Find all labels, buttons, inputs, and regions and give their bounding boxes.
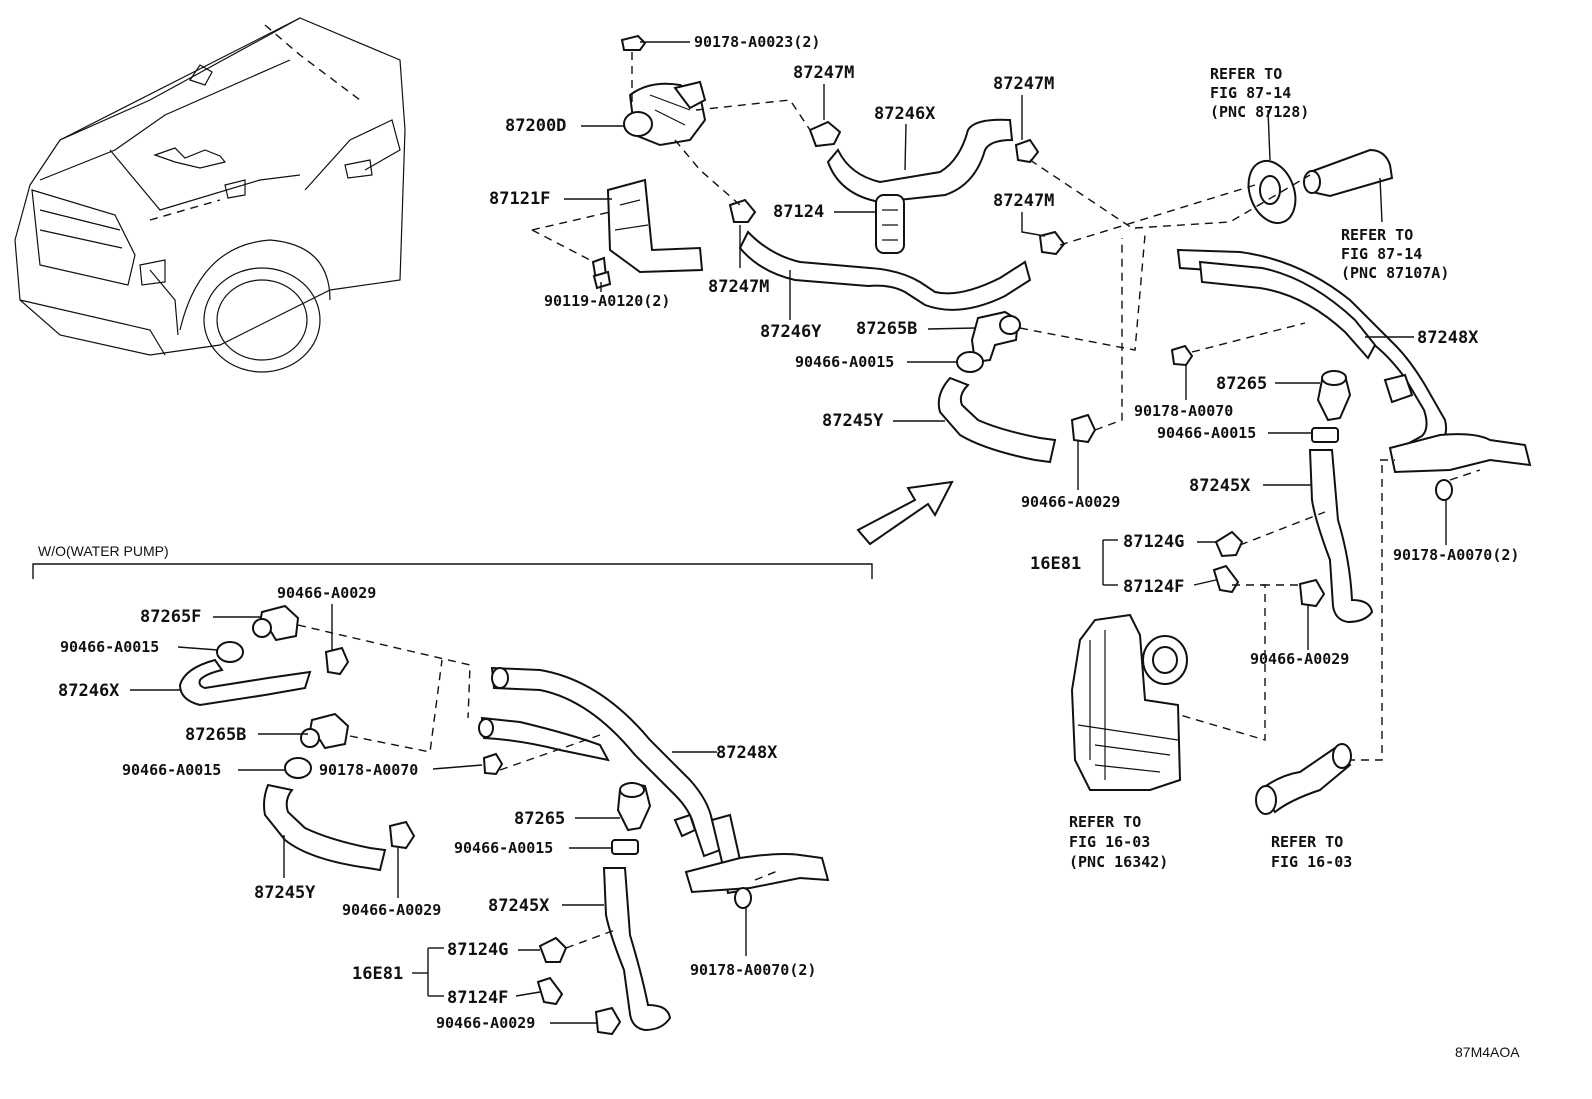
sub-leader-lines — [130, 604, 781, 1024]
label-87200D: 87200D — [505, 116, 566, 136]
lower-pipe — [1255, 743, 1352, 815]
label-87247M-a: 87247M — [793, 63, 854, 83]
main-assembly-parts — [591, 34, 1532, 815]
clamp-87247M-b — [1014, 138, 1040, 164]
label-90178-A0070: 90178-A0070 — [1134, 402, 1233, 420]
sub-label-16E81: 16E81 — [352, 964, 403, 984]
bracket-87121F — [606, 178, 704, 274]
label-87247M-d: 87247M — [708, 277, 769, 297]
sub-label-87265F: 87265F — [140, 607, 201, 627]
label-90466-A0029-b: 90466-A0029 — [1250, 650, 1349, 668]
sub-label-90466-A0015-a: 90466-A0015 — [60, 638, 159, 656]
label-87265: 87265 — [1216, 374, 1267, 394]
pipe-87107A — [1303, 148, 1394, 198]
grommet-90178-A0070-2 — [1435, 479, 1453, 501]
elbow-87265B — [970, 310, 1021, 364]
vehicle-illustration — [14, 17, 406, 373]
label-87248X: 87248X — [1417, 328, 1479, 348]
main-leader-lines — [531, 41, 1481, 761]
water-pump-assembly — [1070, 613, 1188, 791]
clip-87124 — [875, 194, 905, 254]
ref-16342: REFER TO FIG 16-03 (PNC 16342) — [1069, 813, 1168, 871]
valve-87200D — [623, 80, 707, 147]
sleeve-90466-A0015-b — [1311, 427, 1339, 443]
sub-label-90466-A0029-a: 90466-A0029 — [277, 584, 376, 602]
sub-label-90466-A0015-c: 90466-A0015 — [454, 839, 553, 857]
direction-arrow — [856, 480, 954, 546]
sub-parts — [178, 604, 830, 1036]
label-90178-A0023: 90178-A0023(2) — [694, 33, 820, 51]
sub-label-90178-A0070: 90178-A0070 — [319, 761, 418, 779]
label-87247M-b: 87247M — [993, 74, 1054, 94]
pipe-87248X — [1176, 248, 1532, 474]
hose-87246X — [826, 118, 1014, 204]
reference-notes: REFER TO FIG 87-14 (PNC 87128) REFER TO … — [1069, 65, 1449, 871]
ref-87128: REFER TO FIG 87-14 (PNC 87128) — [1210, 65, 1309, 121]
hose-87246Y — [738, 230, 1032, 311]
clamp-90466-A0029-a — [1070, 413, 1097, 444]
label-90466-A0015-a: 90466-A0015 — [795, 353, 894, 371]
label-87246Y: 87246Y — [760, 322, 822, 342]
label-90466-A0029-a: 90466-A0029 — [1021, 493, 1120, 511]
clamp-87247M-d — [1038, 230, 1066, 256]
fitting-87265 — [1316, 370, 1352, 422]
hose-87245X — [1308, 449, 1374, 624]
nut-90178-A0023 — [620, 34, 647, 51]
clip-87124F — [1212, 564, 1240, 594]
sub-label-87124G: 87124G — [447, 940, 508, 960]
diagram-code: 87M4AOA — [1455, 1044, 1520, 1060]
sub-labels: 90466-A0029 87265F 90466-A0015 87246X 87… — [58, 584, 816, 1032]
ref-16-03: REFER TO FIG 16-03 — [1271, 833, 1352, 871]
sub-label-90466-A0029-b: 90466-A0029 — [342, 901, 441, 919]
main-labels: 90178-A0023(2) 87200D 87121F 90119-A0120… — [489, 33, 1519, 668]
sub-label-87248X: 87248X — [716, 743, 778, 763]
label-87121F: 87121F — [489, 189, 550, 209]
label-87245Y: 87245Y — [822, 411, 884, 431]
label-90466-A0015-b: 90466-A0015 — [1157, 424, 1256, 442]
sub-label-90178-A0070-2: 90178-A0070(2) — [690, 961, 816, 979]
sub-label-87265B: 87265B — [185, 725, 246, 745]
grommet-90178-A0070 — [1170, 344, 1194, 367]
ref-87107A: REFER TO FIG 87-14 (PNC 87107A) — [1341, 226, 1449, 282]
grommet-87128 — [1247, 160, 1297, 224]
sub-label-87246X: 87246X — [58, 681, 120, 701]
sub-label-87245X: 87245X — [488, 896, 550, 916]
sub-label-90466-A0015-b: 90466-A0015 — [122, 761, 221, 779]
section-title: W/O(WATER PUMP) — [38, 543, 169, 559]
label-16E81: 16E81 — [1030, 554, 1081, 574]
label-90119-A0120: 90119-A0120(2) — [544, 292, 670, 310]
sub-label-87124F: 87124F — [447, 988, 508, 1008]
label-87246X: 87246X — [874, 104, 936, 124]
label-87124F: 87124F — [1123, 577, 1184, 597]
clamp-87247M-c — [728, 198, 757, 223]
clamp-90466-A0029-b — [1298, 578, 1326, 608]
sub-label-87265: 87265 — [514, 809, 565, 829]
clamp-90466-A0015-a — [956, 351, 984, 373]
sub-label-87245Y: 87245Y — [254, 883, 316, 903]
sub-label-90466-A0029-c: 90466-A0029 — [436, 1014, 535, 1032]
label-87247M-c: 87247M — [993, 191, 1054, 211]
label-87124G: 87124G — [1123, 532, 1184, 552]
clip-87124G — [1214, 530, 1244, 558]
bolt-90119-A0120 — [591, 256, 612, 290]
label-90178-A0070-2: 90178-A0070(2) — [1393, 546, 1519, 564]
label-87124: 87124 — [773, 202, 824, 222]
section-wo-water-pump: W/O(WATER PUMP) — [32, 543, 873, 1036]
label-87265B: 87265B — [856, 319, 917, 339]
hose-87245Y — [937, 376, 1057, 464]
clamp-87247M-a — [808, 120, 842, 148]
label-87245X: 87245X — [1189, 476, 1251, 496]
